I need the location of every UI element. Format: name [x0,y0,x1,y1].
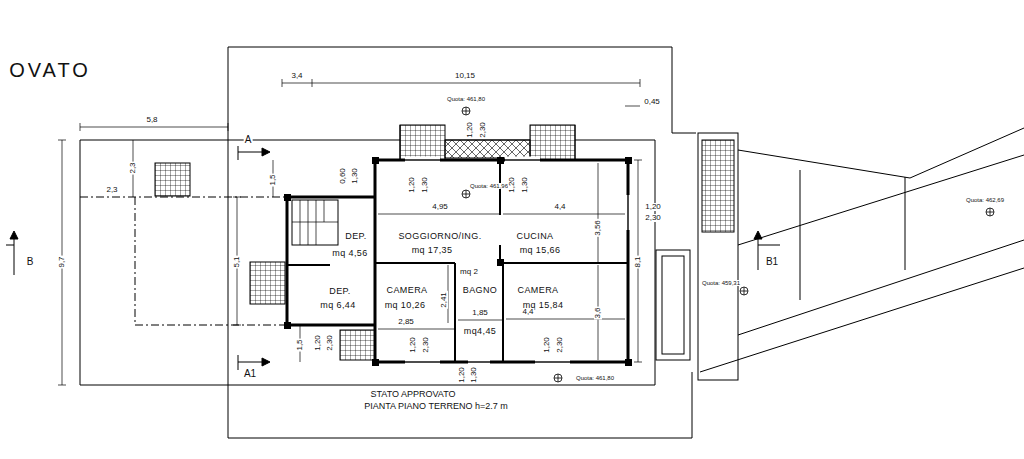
dimension-label: 1,20 [314,334,322,352]
section-label: A1 [243,369,257,379]
dimension-label: 1,30 [351,167,359,185]
dimension-label: 5,8 [145,116,158,124]
room-area: mq 6,44 [320,301,355,310]
room-area: mq 4,56 [332,249,367,258]
dimension-label: 4,4 [553,203,566,211]
title-fragment: OVATO [8,60,92,80]
dimension-label: 1,20 [508,176,516,194]
dimension-label: 2,30 [556,336,564,354]
dimension-label: 4,4 [521,308,534,316]
section-label: A [244,135,253,145]
dimension-label: 3,6 [594,306,602,319]
room-area: mq 17,35 [412,246,453,255]
room-name: SOGGIORNO/ING. [398,232,481,241]
dimension-label: 2,30 [644,214,662,222]
dimension-label: 3,4 [290,72,303,80]
dimension-label: 1,20 [458,366,466,384]
dimension-label: 9,7 [58,255,66,268]
room-name: DEP. [329,287,350,296]
section-label: B [26,257,35,267]
dimension-label: 1,30 [521,176,529,194]
dimension-label: 1,5 [269,173,277,186]
dimension-label: 4,95 [431,203,449,211]
room-area: mq4,45 [464,327,496,336]
dimension-label: mq 2 [459,268,479,276]
dimension-label: 2,3 [129,161,137,174]
dimension-label: 0,45 [643,98,661,106]
room-name: CAMERA [387,286,428,295]
dimension-label: 1,20 [644,203,662,211]
room-area: mq 15,66 [520,246,561,255]
section-label: B1 [765,257,779,267]
dimension-label: 2,85 [397,318,415,326]
dimension-label: 2,41 [440,291,448,309]
dimension-label: 0,60 [339,167,347,185]
dimension-label: 1,20 [408,176,416,194]
room-name: BAGNO [463,286,498,295]
dimension-label: 3,56 [594,219,602,237]
dimension-label: 1,20 [409,336,417,354]
room: DEP. mq 4,56 [290,200,375,263]
dimension-label: 8,1 [634,255,642,268]
elevation-label: Quota: 462,69 [965,197,1005,203]
dimension-label: STATO APPROVATO [369,390,456,399]
elevation-label: Quota: 461,96 [469,183,509,189]
dimension-label: 1,85 [471,309,489,317]
dimension-label: 1,20 [543,336,551,354]
room-name: CUCINA [517,232,554,241]
dimension-label: 1,30 [470,366,478,384]
dimension-label: 2,30 [479,121,487,139]
dimension-label: 1,5 [296,338,304,351]
room: SOGGIORNO/ING. mq 17,35 [378,163,500,263]
dimension-label: PIANTA PIANO TERRENO h=2.7 m [363,402,508,411]
room-area: mq 10,26 [385,301,426,310]
dimension-label: 2,3 [105,186,118,194]
elevation-label: Quota: 461,80 [446,96,486,102]
room-name: DEP. [345,232,366,241]
elevation-label: Quota: 461,80 [575,375,615,381]
dimension-label: 2,30 [326,334,334,352]
room: DEP. mq 6,44 [290,265,375,323]
dimension-label: 2,30 [422,336,430,354]
dimension-label: 10,15 [454,72,476,80]
room-name: CAMERA [518,286,559,295]
dimension-label: 5,1 [233,255,241,268]
elevation-label: Quota: 459,31 [701,280,741,286]
dimension-label: 1,30 [421,176,429,194]
dimension-label: 1,20 [466,121,474,139]
